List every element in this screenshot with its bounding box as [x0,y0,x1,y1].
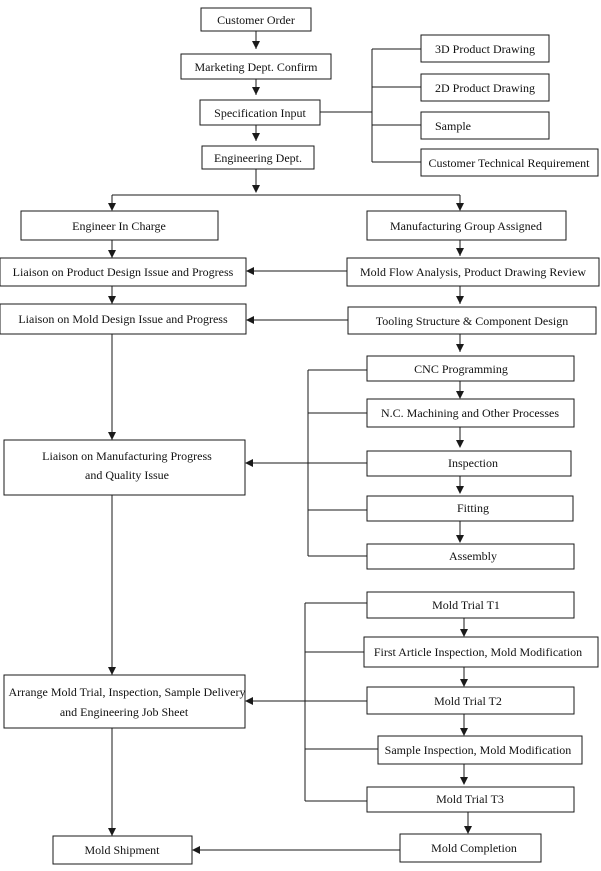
node-label-line-1: Arrange Mold Trial, Inspection, Sample D… [9,685,246,699]
node-tooling-structure: Tooling Structure & Component Design [347,306,597,335]
arrowhead-down [460,777,468,785]
node-label: Assembly [449,549,497,563]
node-first-article-inspection: First Article Inspection, Mold Modificat… [363,636,599,668]
node-label: Fitting [457,501,489,515]
arrowhead-left [192,846,200,854]
node-engineering-dept: Engineering Dept. [201,145,315,170]
node-customer-technical-requirement: Customer Technical Requirement [420,148,599,177]
node-inspection: Inspection [366,450,572,477]
node-label: N.C. Machining and Other Processes [381,406,559,420]
node-engineer-in-charge: Engineer In Charge [20,210,219,241]
node-marketing-confirm: Marketing Dept. Confirm [180,53,332,80]
arrowhead-down [456,535,464,543]
node-label: Sample [435,119,471,133]
arrowhead-left [245,697,253,705]
arrowhead-down [252,41,260,49]
node-label-line-2: and Engineering Job Sheet [60,705,189,719]
node-3d-product-drawing: 3D Product Drawing [420,34,550,63]
node-specification-input: Specification Input [199,99,321,126]
node-sample: Sample [420,111,550,140]
arrowhead-down [456,203,464,211]
arrowhead-left [245,459,253,467]
node-label: Mold Shipment [84,843,160,857]
node-label: Liaison on Product Design Issue and Prog… [13,265,234,279]
node-mold-shipment: Mold Shipment [52,835,193,865]
arrowheads [108,41,472,854]
arrowhead-down [108,667,116,675]
arrowhead-down [252,87,260,95]
node-label: Liaison on Mold Design Issue and Progres… [18,312,228,326]
node-label: Mold Flow Analysis, Product Drawing Revi… [360,265,586,279]
arrowhead-left [246,316,254,324]
node-label: Mold Completion [431,841,517,855]
node-label-line-1: Liaison on Manufacturing Progress [42,449,212,463]
arrowhead-down [456,296,464,304]
node-label: Engineer In Charge [72,219,166,233]
arrowhead-left [246,267,254,275]
arrowhead-down [108,432,116,440]
node-label: Sample Inspection, Mold Modification [385,743,572,757]
node-mold-trial-t3: Mold Trial T3 [366,786,575,813]
node-label: First Article Inspection, Mold Modificat… [374,645,582,659]
arrowhead-down [464,826,472,834]
arrowhead-down [252,133,260,141]
node-cnc-programming: CNC Programming [366,355,575,382]
node-mold-flow-analysis: Mold Flow Analysis, Product Drawing Revi… [346,257,600,287]
arrowhead-down [460,679,468,687]
node-label: Customer Technical Requirement [429,156,591,170]
node-arrange-mold-trial: Arrange Mold Trial, Inspection, Sample D… [3,674,246,729]
arrowhead-down [456,248,464,256]
node-liaison-manufacturing: Liaison on Manufacturing Progress and Qu… [3,439,246,496]
node-label: 3D Product Drawing [435,42,535,56]
node-fitting: Fitting [366,495,574,522]
node-2d-product-drawing: 2D Product Drawing [420,73,550,102]
arrowhead-down [456,391,464,399]
node-manufacturing-group-assigned: Manufacturing Group Assigned [366,210,567,241]
node-label: Inspection [448,456,498,470]
arrowhead-down [108,296,116,304]
node-label: Customer Order [217,13,295,27]
node-label: Engineering Dept. [214,151,302,165]
arrowhead-down [108,828,116,836]
node-mold-completion: Mold Completion [399,833,542,863]
node-assembly: Assembly [366,543,575,570]
node-label-line-2: and Quality Issue [85,468,169,482]
arrowhead-down [460,728,468,736]
node-mold-trial-t1: Mold Trial T1 [366,591,575,619]
node-label: Mold Trial T3 [436,792,504,806]
node-label: 2D Product Drawing [435,81,535,95]
node-liaison-mold-design: Liaison on Mold Design Issue and Progres… [0,303,247,335]
node-label: Specification Input [214,106,306,120]
node-label: Tooling Structure & Component Design [376,314,568,328]
arrowhead-down [456,440,464,448]
node-liaison-product-design: Liaison on Product Design Issue and Prog… [0,257,247,287]
node-label: CNC Programming [414,362,508,376]
node-label: Marketing Dept. Confirm [195,60,319,74]
node-label: Mold Trial T2 [434,694,502,708]
node-customer-order: Customer Order [200,7,312,32]
arrowhead-down [456,486,464,494]
node-label: Mold Trial T1 [432,598,500,612]
arrowhead-down [456,344,464,352]
arrowhead-down [108,203,116,211]
node-nc-machining: N.C. Machining and Other Processes [366,398,575,428]
arrowhead-down [252,185,260,193]
node-sample-inspection: Sample Inspection, Mold Modification [377,735,583,765]
arrowhead-down [460,629,468,637]
node-mold-trial-t2: Mold Trial T2 [366,686,575,715]
node-label: Manufacturing Group Assigned [390,219,542,233]
arrowhead-down [108,250,116,258]
